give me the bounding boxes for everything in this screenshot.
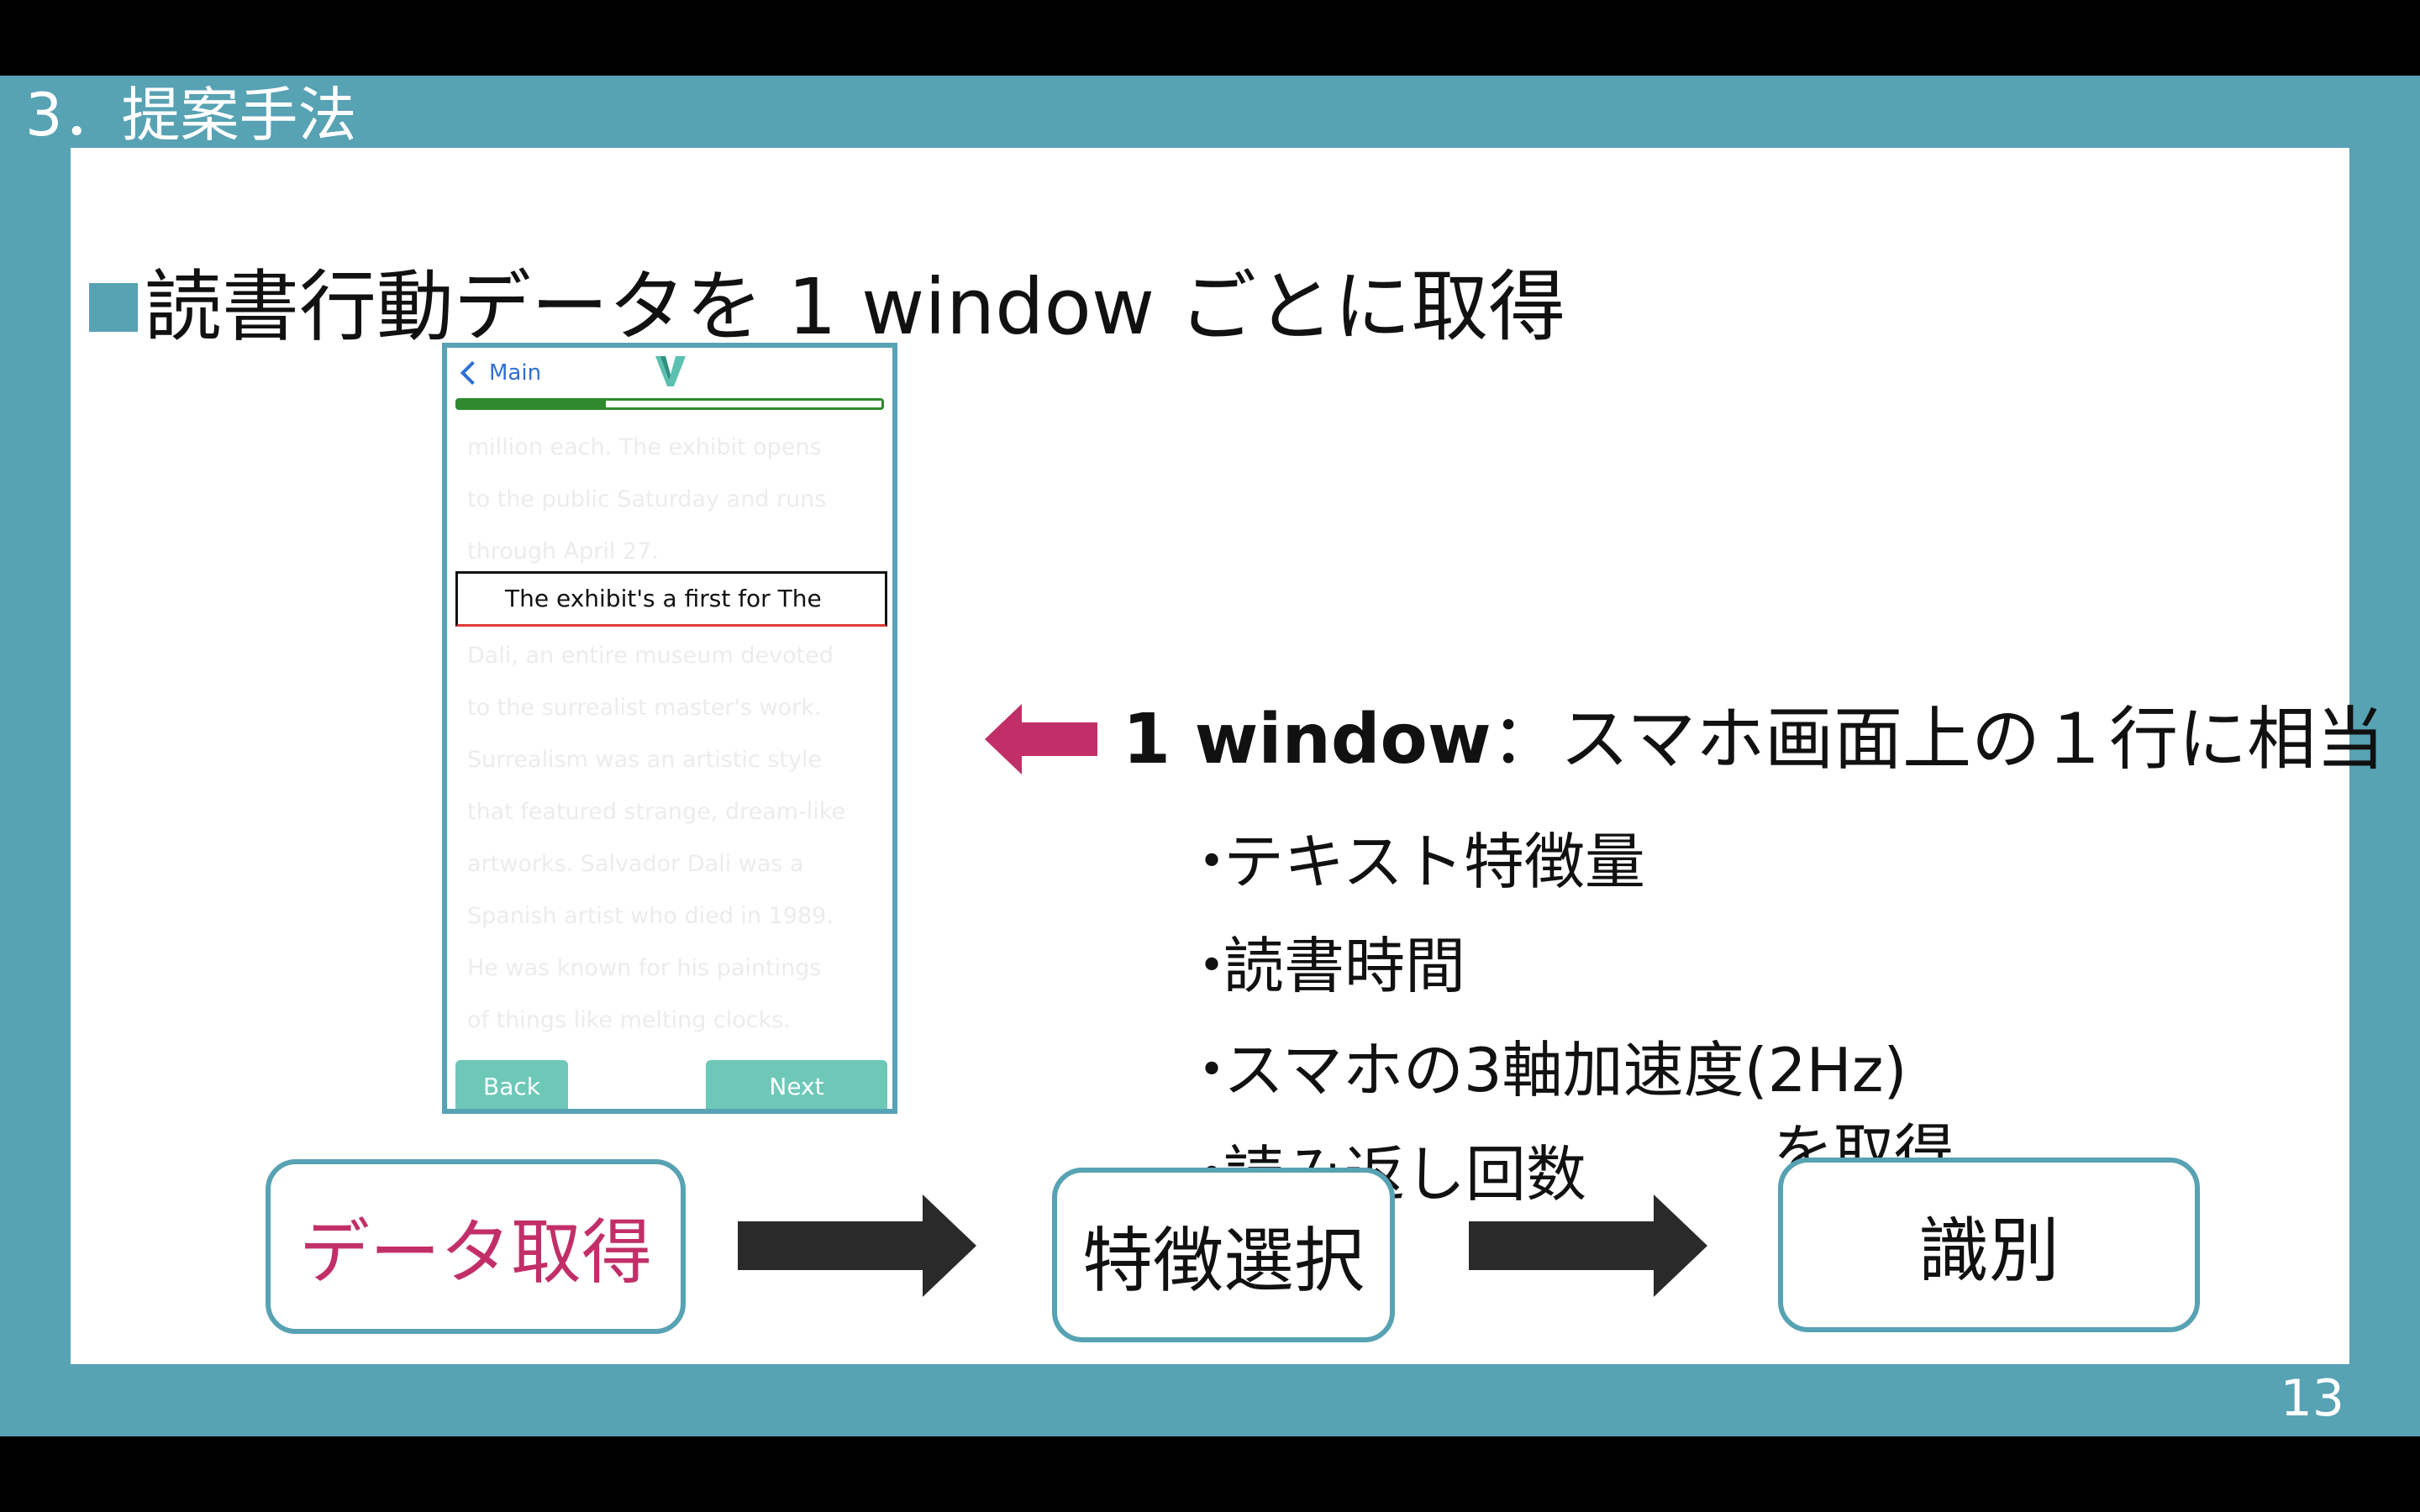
left-arrow-icon [985, 704, 1097, 774]
text-line: Spanish artist who died in 1989. [467, 903, 834, 929]
app-logo-icon [655, 356, 686, 386]
text-line: to the surrealist master's work. [467, 695, 822, 721]
next-button[interactable]: Next [706, 1060, 887, 1109]
window-term: 1 window [1123, 700, 1491, 780]
chevron-left-icon [460, 360, 485, 386]
back-link-label: Main [489, 360, 542, 386]
heading-text: 読書行動データを 1 window ごとに取得 [145, 262, 1566, 352]
right-arrow-icon [1469, 1194, 1707, 1297]
reading-progress-bar [455, 398, 884, 410]
text-line: million each. The exhibit opens [467, 434, 822, 460]
feature-item: ・読書時間 [1181, 931, 1466, 1001]
square-bullet-icon [89, 283, 138, 332]
text-line: Dali, an entire museum devoted [467, 643, 834, 669]
flow-step-data-acquisition: データ取得 [266, 1159, 686, 1334]
text-line: to the public Saturday and runs [467, 486, 827, 512]
phone-nav-bar: Main [447, 348, 892, 398]
flow-step-classification: 識別 [1778, 1158, 2200, 1332]
main-back-link[interactable]: Main [459, 353, 541, 393]
active-window-line: The exhibit's a first for The [455, 571, 887, 627]
phone-screenshot: Main million each. The exhibit opens to … [442, 343, 897, 1114]
page-number: 13 [2280, 1369, 2344, 1428]
text-line: Surrealism was an artistic style [467, 747, 823, 773]
back-button[interactable]: Back [455, 1060, 568, 1109]
section-title: 3．提案手法 [25, 81, 357, 150]
slide-heading: 読書行動データを 1 window ごとに取得 [89, 257, 1565, 358]
window-definition-text: ：スマホ画面上の１行に相当 [1491, 700, 2386, 780]
text-line: He was known for his paintings [467, 955, 822, 981]
progress-fill [458, 401, 607, 407]
feature-list: ・テキスト特徴量 ・読書時間 ・スマホの3軸加速度(2Hz) ・読み返し回数 [1181, 810, 1907, 1226]
right-arrow-icon [738, 1194, 976, 1297]
text-line: through April 27. [467, 538, 659, 564]
window-definition: 1 window：スマホ画面上の１行に相当 [1123, 694, 2385, 786]
text-line: that featured strange, dream-like [467, 799, 846, 825]
text-line: artworks. Salvador Dali was a [467, 851, 804, 877]
feature-item: ・テキスト特徴量 [1181, 827, 1645, 897]
feature-item: ・スマホの3軸加速度(2Hz) [1181, 1035, 1907, 1105]
paragraph-text: million each. The exhibit opens to the p… [467, 422, 871, 1047]
text-line: of things like melting clocks. [467, 1007, 791, 1033]
flow-step-feature-selection: 特徴選択 [1052, 1168, 1395, 1342]
